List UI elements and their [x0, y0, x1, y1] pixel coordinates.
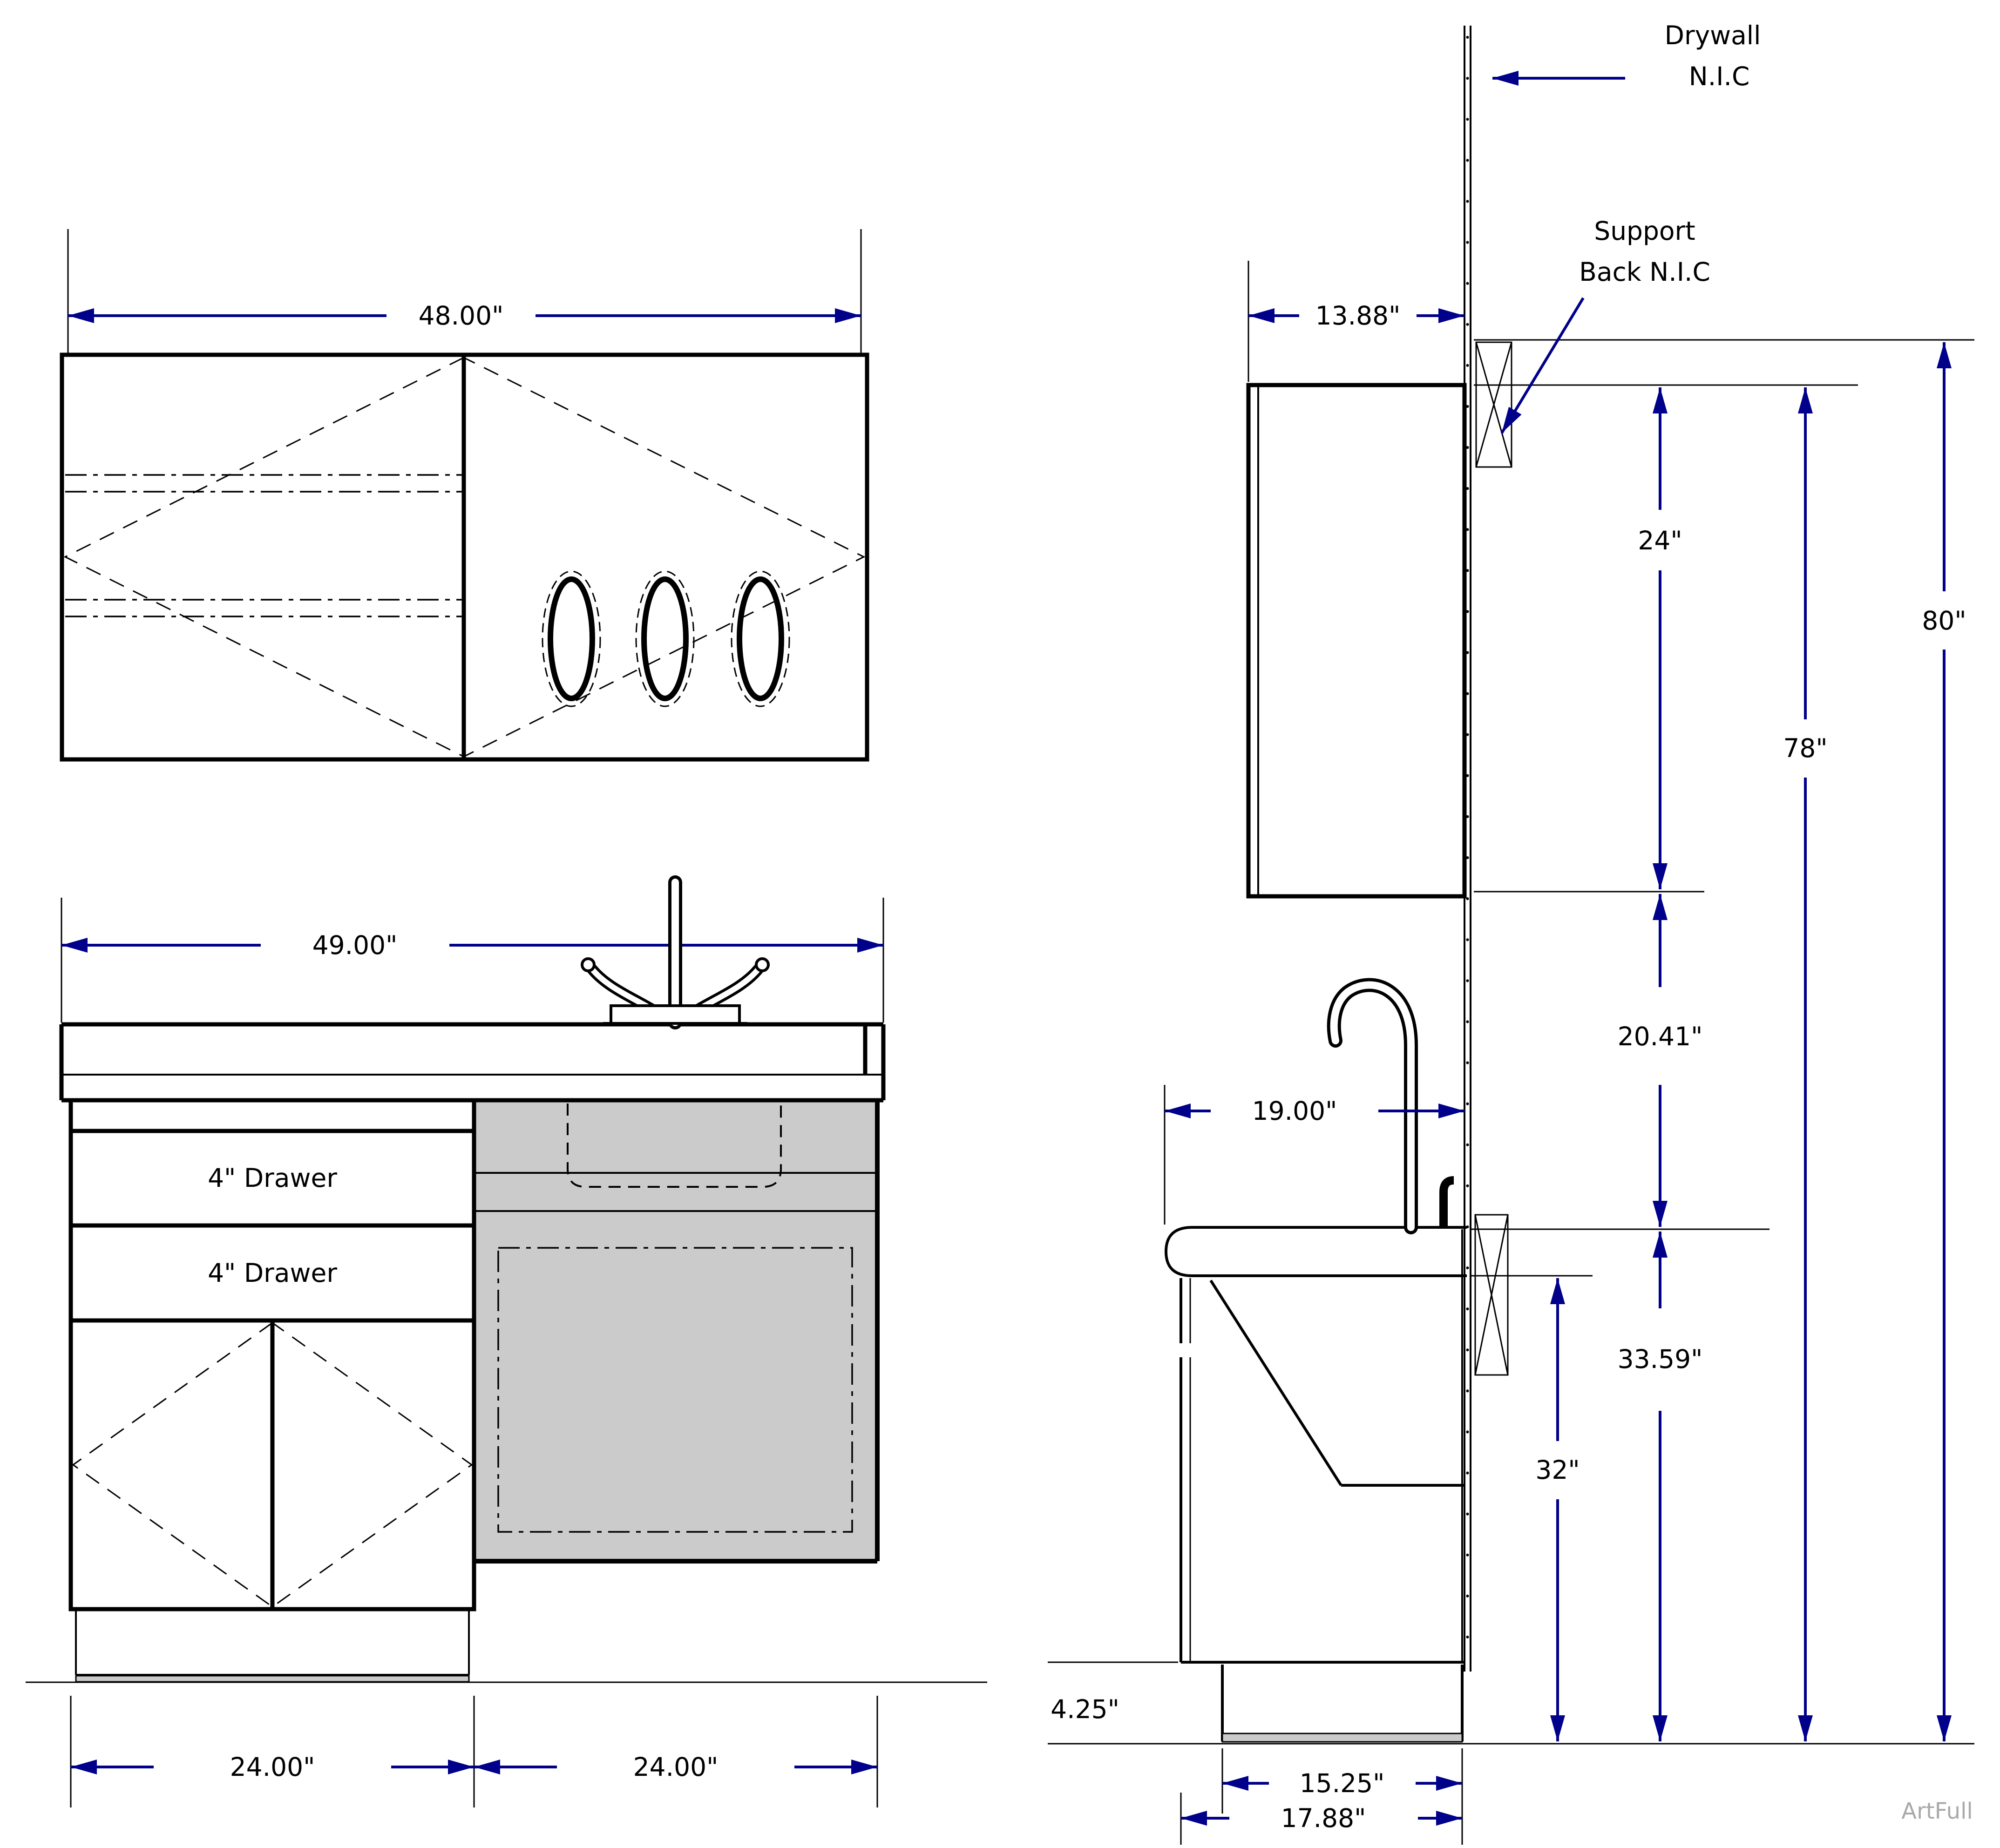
knee-space-panel	[474, 1102, 877, 1561]
extension-lines-49	[61, 898, 884, 1022]
shelf-centerlines	[65, 474, 464, 617]
door-swing-dashes	[63, 357, 866, 758]
support-back-box	[1474, 1214, 1509, 1376]
dim-text-1525: 15.25"	[1300, 1768, 1385, 1798]
dim-text-48: 48.00"	[419, 301, 504, 331]
support-note-line1: Support	[1594, 216, 1695, 246]
knee-opening-dashed	[497, 1247, 853, 1533]
drywall-note-line2: N.I.C	[1689, 61, 1750, 91]
dim-text-24-left: 24.00"	[230, 1752, 315, 1782]
vent-slots	[542, 570, 790, 707]
dim-text-2041: 20.41"	[1618, 1022, 1703, 1051]
dim-text-49: 49.00"	[312, 930, 398, 960]
toe-kick-sides	[1221, 1665, 1464, 1741]
vent-slot	[548, 576, 595, 701]
vent-slot-dashed	[542, 570, 601, 707]
door-swing-dashes	[72, 1322, 473, 1608]
wall-cabinet-side	[1246, 383, 1467, 899]
dim-text-425: 4.25"	[1051, 1694, 1119, 1724]
dim-text-78: 78"	[1783, 733, 1827, 763]
dim-text-1388: 13.88"	[1315, 301, 1401, 331]
side-elevation-view: 13.88"	[1048, 20, 1974, 1845]
support-note-line2: Back N.I.C	[1579, 257, 1710, 287]
faucet-side-handle	[1439, 1176, 1454, 1227]
support-back-lower	[1474, 1214, 1509, 1376]
dim-text-24-right: 24.00"	[633, 1752, 719, 1782]
toe-kick-shoe-side	[1221, 1733, 1463, 1743]
dim-text-32: 32"	[1535, 1455, 1580, 1485]
knee-space-slope	[1209, 1279, 1464, 1487]
dim-text-24v: 24"	[1638, 526, 1682, 555]
drawer-and-door-lines	[71, 1129, 474, 1609]
toe-kick	[75, 1609, 470, 1676]
faucet-escutcheon	[610, 1004, 741, 1025]
upper-cabinet-front-view: 48.00"	[60, 229, 869, 762]
dim-text-1788: 17.88"	[1281, 1803, 1366, 1833]
faucet-handle-tip	[581, 957, 596, 972]
knee-panel-rails	[474, 1172, 877, 1212]
drywall-note-line1: Drywall	[1665, 20, 1761, 50]
toe-kick-shoe	[75, 1675, 470, 1683]
faucet-front	[581, 875, 770, 1029]
sink-hidden-outline	[567, 1103, 782, 1188]
extension-lines-24	[70, 1696, 878, 1807]
knee-panel-border	[474, 1102, 880, 1564]
vent-slot	[737, 576, 784, 701]
support-leader	[1500, 297, 1585, 434]
countertop-side	[1164, 1226, 1467, 1277]
faucet-side	[1327, 978, 1454, 1234]
vanity-side	[1164, 1226, 1467, 1743]
drawer-2-label: 4" Drawer	[208, 1258, 337, 1288]
watermark: ArtFull	[1901, 1798, 1973, 1824]
drawer-1-label: 4" Drawer	[208, 1163, 337, 1193]
support-back-box	[1475, 341, 1512, 468]
vent-slot-dashed	[731, 570, 790, 707]
support-back-cross	[1475, 342, 1512, 467]
dim-text-3359: 33.59"	[1618, 1344, 1703, 1374]
drywall-note: Drywall N.I.C	[1492, 20, 1761, 91]
extension-lines-1525	[1221, 1748, 1463, 1814]
faucet-handle-tip	[755, 957, 770, 972]
dim-text-19: 19.00"	[1252, 1096, 1337, 1126]
vent-slot	[641, 576, 689, 701]
vent-slot-dashed	[635, 570, 695, 707]
wall-cabinet-side-outline	[1246, 383, 1467, 899]
extension-lines-48	[67, 229, 862, 353]
vanity-front-view: 49.00" 4" Drawer	[26, 875, 987, 1807]
support-back-cross	[1474, 1214, 1509, 1375]
support-back-note: Support Back N.I.C	[1495, 216, 1710, 437]
faucet-gooseneck-inner	[1330, 981, 1415, 1231]
support-back-upper	[1475, 341, 1512, 468]
vanity-cabinet-front: 4" Drawer 4" Drawer	[68, 1098, 476, 1683]
dim-text-80: 80"	[1922, 606, 1966, 636]
